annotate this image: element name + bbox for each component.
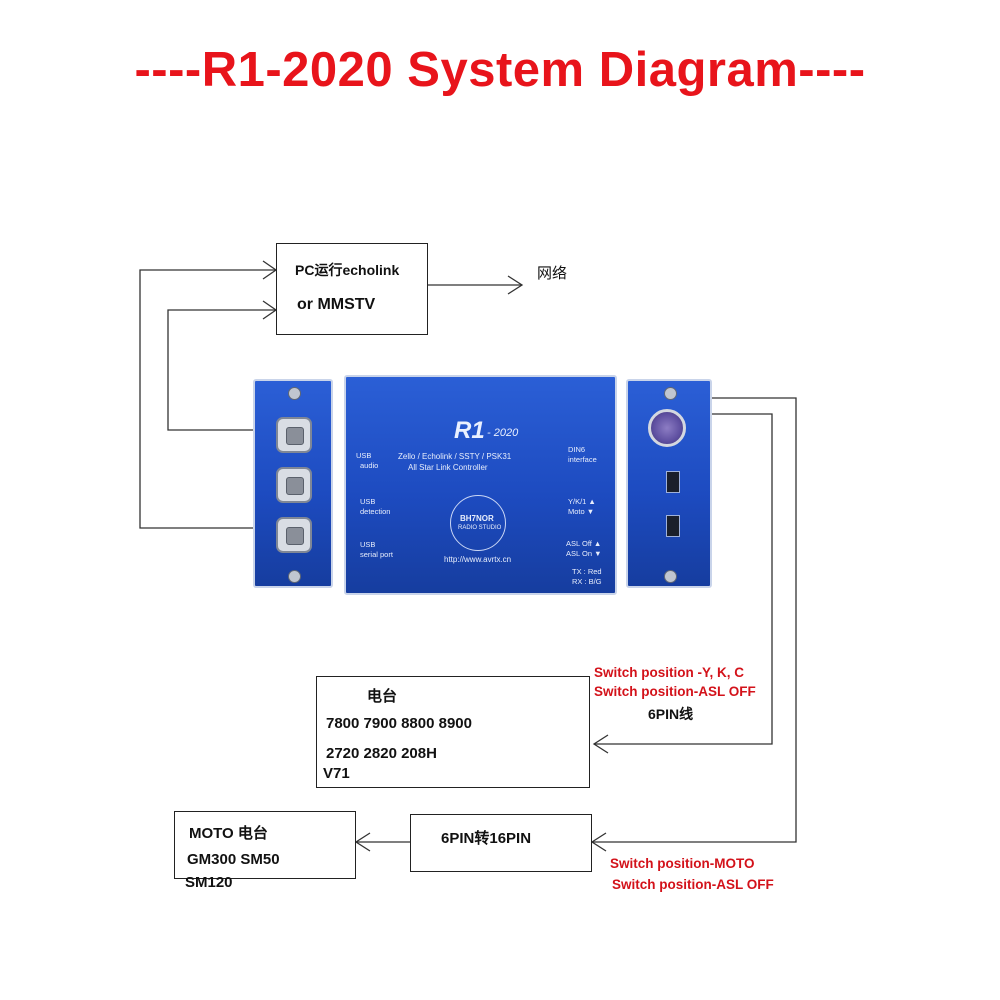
pc-box-line2: or MMSTV	[297, 296, 376, 313]
screw-icon	[664, 387, 677, 400]
main-panel: R1 - 2020 Zello / Echolink / SSTY / PSK3…	[344, 375, 617, 595]
switch-note-1-line2: Switch position-ASL OFF	[594, 684, 756, 699]
usb-detection-port	[276, 467, 312, 503]
radio-box-line2: 2720 2820 208H	[326, 745, 437, 762]
screw-icon	[288, 387, 301, 400]
radio-box-header: 电台	[367, 688, 398, 705]
device-subtitle-2: All Star Link Controller	[408, 463, 488, 472]
usb-audio-label-2: audio	[360, 461, 379, 470]
switch2-label-1: ASL Off ▲	[566, 539, 602, 548]
wire-usb-audio-to-pc	[167, 309, 276, 431]
converter-box-label: 6PIN转16PIN	[441, 830, 532, 847]
arrow-moto	[354, 832, 371, 852]
moto-box-line3: SM120	[185, 874, 233, 891]
asl-switch	[666, 515, 680, 537]
network-label: 网络	[537, 265, 568, 282]
usb-serial-port	[276, 517, 312, 553]
device-brand: R1	[454, 417, 485, 444]
badge-callsign: BH7NOR	[460, 514, 494, 523]
device-subtitle-1: Zello / Echolink / SSTY / PSK31	[398, 452, 512, 461]
switch2-label-2: ASL On ▼	[566, 549, 602, 558]
pc-box-line1: PC运行echolink	[295, 262, 400, 278]
usb-serial-label-2: serial port	[360, 550, 393, 559]
usb-serial-label-1: USB	[360, 540, 376, 549]
screw-icon	[288, 570, 301, 583]
led-label-1: TX : Red	[572, 567, 602, 576]
r1-2020-device: R1 - 2020 Zello / Echolink / SSTY / PSK3…	[248, 370, 715, 598]
arrow-network	[507, 275, 524, 295]
moto-box-line1: MOTO 电台	[189, 825, 268, 842]
radio-box-line1: 7800 7900 8800 8900	[326, 715, 472, 732]
switch1-label-2: Moto ▼	[568, 507, 595, 516]
led-label-2: RX : B/G	[572, 577, 602, 586]
switch-note-2-line2: Switch position-ASL OFF	[612, 877, 774, 892]
usb-audio-label-1: USB	[356, 451, 372, 460]
arrow-converter	[590, 832, 607, 852]
badge-studio: RADIO STUDIO	[458, 525, 502, 531]
switch-note-2-line1: Switch position-MOTO	[610, 856, 755, 871]
wire-usb-serial-to-pc	[139, 269, 276, 529]
device-model: - 2020	[487, 427, 519, 439]
diagram-title: ----R1-2020 System Diagram----	[134, 43, 866, 97]
usb-detection-label-2: detection	[360, 507, 391, 516]
moto-box-line2: GM300 SM50	[187, 851, 280, 868]
screw-icon	[664, 570, 677, 583]
mode-switch	[666, 471, 680, 493]
converter-box: 6PIN转16PIN	[410, 814, 592, 872]
cable-label: 6PIN线	[648, 706, 694, 722]
arrow-radio	[592, 734, 609, 754]
usb-panel	[253, 379, 333, 588]
usb-detection-label-1: USB	[360, 497, 376, 506]
din6-panel	[626, 379, 712, 588]
radio-box: 电台 7800 7900 8800 8900 2720 2820 208H V7…	[316, 676, 590, 788]
moto-box: MOTO 电台 GM300 SM50	[174, 811, 356, 879]
din6-label-2: interface	[568, 455, 597, 464]
din6-connector	[648, 409, 686, 447]
usb-audio-port	[276, 417, 312, 453]
wire-din6-to-converter	[592, 397, 797, 843]
radio-box-line3: V71	[323, 765, 350, 782]
studio-badge: BH7NOR RADIO STUDIO	[450, 495, 506, 551]
switch-note-1-line1: Switch position -Y, K, C	[594, 665, 745, 680]
device-url: http://www.avrtx.cn	[444, 555, 512, 564]
wire-din6-to-radio	[594, 413, 773, 745]
switch1-label-1: Y/K/1 ▲	[568, 497, 596, 506]
pc-box: PC运行echolink or MMSTV	[276, 243, 428, 335]
din6-label-1: DIN6	[568, 445, 586, 454]
